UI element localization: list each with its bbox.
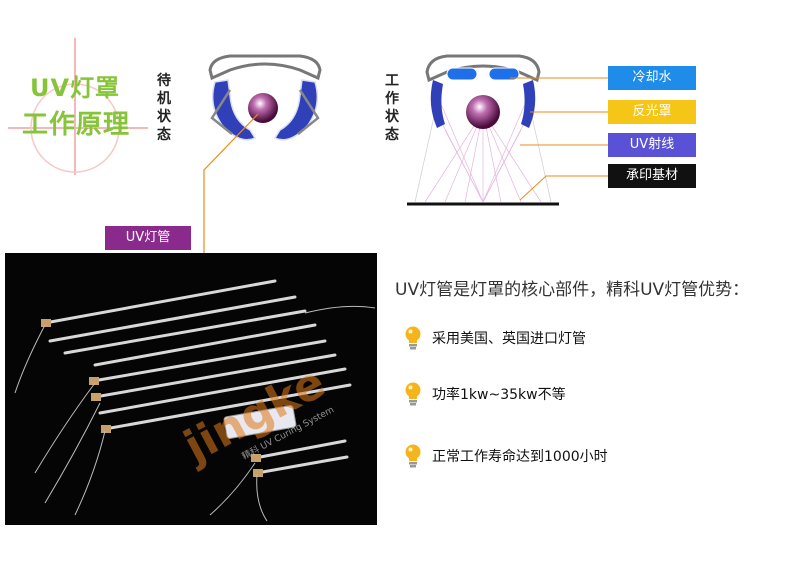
advantages-headline: UV灯管是灯罩的核心部件，精科UV灯管优势： (395, 280, 750, 300)
title-line-1: UV灯罩 (30, 74, 121, 102)
lightbulb-icon (405, 326, 421, 350)
legend-cooling-water: 冷却水 (608, 66, 696, 90)
feature-item: 采用美国、英国进口灯管 (404, 322, 586, 354)
feature-text: 功率1kw~35kw不等 (432, 387, 566, 403)
lamp-leader-line (198, 113, 259, 270)
feature-item: 功率1kw~35kw不等 (404, 378, 566, 410)
legend-leader-lines (510, 77, 608, 201)
lightbulb-icon (405, 444, 421, 468)
legend-reflector: 反光罩 (608, 100, 696, 124)
standby-lamp-diagram (208, 54, 322, 141)
legend-uv-rays: UV射线 (608, 133, 696, 157)
working-state-label: 工作状态 (385, 73, 399, 143)
standby-state-label: 待机状态 (157, 73, 171, 143)
lightbulb-icon (405, 382, 421, 406)
feature-text: 采用美国、英国进口灯管 (432, 331, 586, 347)
crosshair-decoration (8, 38, 148, 175)
uv-lamps-illustration: jingke 精科 UV Curing System (14, 279, 376, 522)
feature-item: 正常工作寿命达到1000小时 (404, 440, 608, 472)
uv-lamp-label: UV灯管 (105, 226, 191, 250)
legend-substrate: 承印基材 (608, 164, 696, 188)
working-lamp-diagram (407, 54, 559, 206)
title-line-2: 工作原理 (22, 110, 131, 140)
feature-text: 正常工作寿命达到1000小时 (432, 449, 608, 465)
uv-lamps-photo: jingke 精科 UV Curing System (5, 253, 377, 525)
